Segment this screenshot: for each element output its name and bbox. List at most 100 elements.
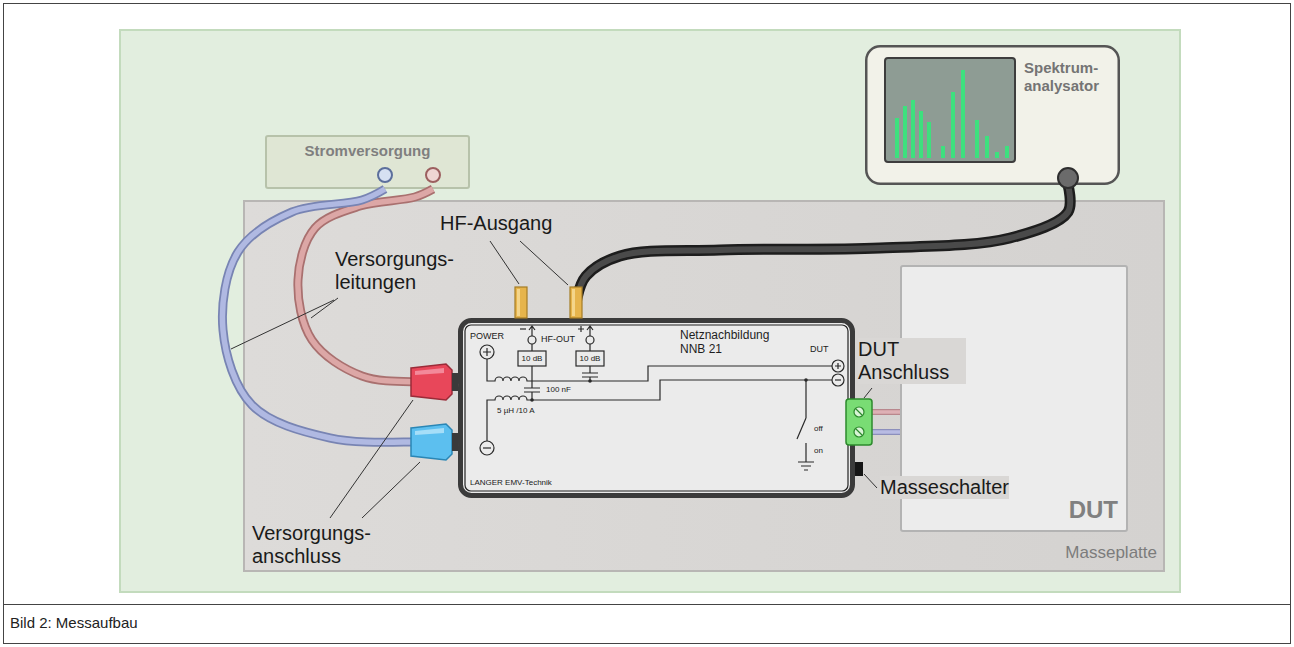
shape-layer xyxy=(244,46,1164,571)
plus-sign-symbol xyxy=(578,326,584,332)
capacitor-symbol xyxy=(582,366,598,381)
rf-cable xyxy=(576,185,1070,318)
supply-cable-minus-sheath xyxy=(222,189,458,442)
plug-tip xyxy=(452,373,458,391)
callout-label-box: Versorgungs- leitungen xyxy=(335,248,479,294)
power-supply-box: Stromversorgung xyxy=(265,135,470,189)
switch-label-box: on xyxy=(814,446,823,455)
rf-port-symbol xyxy=(528,336,536,344)
power-supply-box-label: Stromversorgung xyxy=(305,142,431,160)
terminal-label: POWER xyxy=(470,331,504,341)
callout-label: DUT Anschluss xyxy=(858,338,966,384)
manufacturer-label: LANGER EMV-Technik xyxy=(470,478,552,487)
inductor-value: 5 µH /10 A xyxy=(497,406,535,415)
leader-line xyxy=(490,241,519,284)
ground-plate-outline xyxy=(244,201,1164,571)
leader-line xyxy=(362,462,420,518)
callout-label-box: Versorgungs- anschluss xyxy=(252,522,396,568)
junction-dot xyxy=(804,378,808,382)
line-impedance-network-outline xyxy=(461,321,853,496)
leader-line xyxy=(520,241,568,285)
callout-label-box: HF-Ausgang xyxy=(440,212,552,235)
spectrum-analyzer-outline xyxy=(866,46,1119,184)
callout-label: HF-Ausgang xyxy=(440,212,552,235)
schematic xyxy=(480,326,844,470)
plug-highlight xyxy=(415,368,444,375)
spectrum-bar xyxy=(895,118,899,158)
line-impedance-network-inner-outline xyxy=(465,325,848,491)
junction-dot xyxy=(588,379,592,383)
spectrum-analyzer-label: Spektrum- analysator xyxy=(1024,59,1114,95)
attenuator-label: 10 dB xyxy=(522,354,543,363)
edge-layer xyxy=(222,185,1070,442)
ground-switch-knob xyxy=(855,462,863,476)
capacitor-value-box: 100 nF xyxy=(546,385,571,394)
plus-sign-symbol xyxy=(835,363,841,369)
port-label: HF-OUT xyxy=(541,334,575,344)
supply-terminal-plus xyxy=(426,168,440,182)
port-label-box: HF-OUT xyxy=(541,334,575,344)
spectrum-analyzer-shape xyxy=(866,46,1119,184)
supply-terminal-minus xyxy=(378,168,392,182)
terminal-label-box: DUT xyxy=(810,344,829,354)
line-impedance-network: Netznachbildung NNB 21 POWER HF-OUT 10 dB 10… xyxy=(458,318,855,498)
callout-label: Masseschalter xyxy=(880,476,1009,499)
capacitor-value: 100 nF xyxy=(546,385,571,394)
screw-slot xyxy=(856,409,862,435)
callout-label: Versorgungs- leitungen xyxy=(335,248,479,294)
spectrum-bar xyxy=(985,136,989,158)
leader-line xyxy=(330,400,413,518)
line-impedance-network-shape xyxy=(461,321,853,496)
spectrum-analyzer: Spektrum- analysator xyxy=(865,45,1120,185)
rf-connector xyxy=(515,287,527,318)
spectrum-bar xyxy=(975,120,979,158)
rf-port-arrow xyxy=(587,326,593,351)
callout-label-box: Masseschalter xyxy=(880,476,1009,499)
setup-area xyxy=(120,30,1180,592)
plus-sign-symbol xyxy=(483,348,491,356)
plus-terminal-symbol xyxy=(480,345,494,359)
spectrum-bar xyxy=(911,100,915,158)
rf-connector-highlight xyxy=(572,289,575,316)
ground-plate-label: Masseplatte xyxy=(1065,543,1157,563)
switch-label: on xyxy=(814,446,823,455)
rf-cable-sheath xyxy=(576,185,1070,318)
leader-line xyxy=(311,298,338,318)
ground-plate-shape xyxy=(244,201,1164,571)
blue-plug xyxy=(411,424,452,460)
analyzer-screen xyxy=(885,58,1015,162)
attenuator-symbol xyxy=(576,351,604,366)
spectrum-bar xyxy=(919,111,923,158)
spectrum-bar xyxy=(1005,146,1009,158)
caption-cell xyxy=(4,605,1291,644)
switch-label: off xyxy=(814,424,823,433)
callout-label: Versorgungs- anschluss xyxy=(252,522,396,568)
rf-cable-core xyxy=(576,185,1070,318)
minus-sign-symbol xyxy=(483,447,491,448)
power-supply-box-shape xyxy=(266,136,469,188)
terminal-label: DUT xyxy=(810,344,829,354)
switch-label-box: off xyxy=(814,424,823,433)
inductor-value-box: 5 µH /10 A xyxy=(497,406,535,415)
spectrum-bar xyxy=(927,122,931,158)
terminal-block xyxy=(846,399,872,445)
caption-box: Bild 2: Messaufbau xyxy=(10,614,138,631)
capacitor-symbol xyxy=(524,366,540,400)
ground-switch-symbol xyxy=(797,380,814,470)
rf-port-symbol xyxy=(586,336,594,344)
spectrum-bar xyxy=(903,106,907,158)
power-supply-box-outline xyxy=(266,136,469,188)
figure-caption: Bild 2: Messaufbau xyxy=(10,614,138,631)
spectrum-bar xyxy=(951,92,955,158)
spectrum-bar xyxy=(995,152,999,158)
spectrum-bar xyxy=(941,146,945,158)
line-impedance-network-label: Netznachbildung NNB 21 xyxy=(680,328,788,357)
terminal-label-box: POWER xyxy=(470,331,504,341)
rf-input-port xyxy=(1058,168,1078,188)
spectrum-bars xyxy=(895,70,1009,158)
rf-connector-highlight xyxy=(517,289,520,316)
figure-frame xyxy=(4,4,1291,605)
leader-line xyxy=(864,474,877,488)
